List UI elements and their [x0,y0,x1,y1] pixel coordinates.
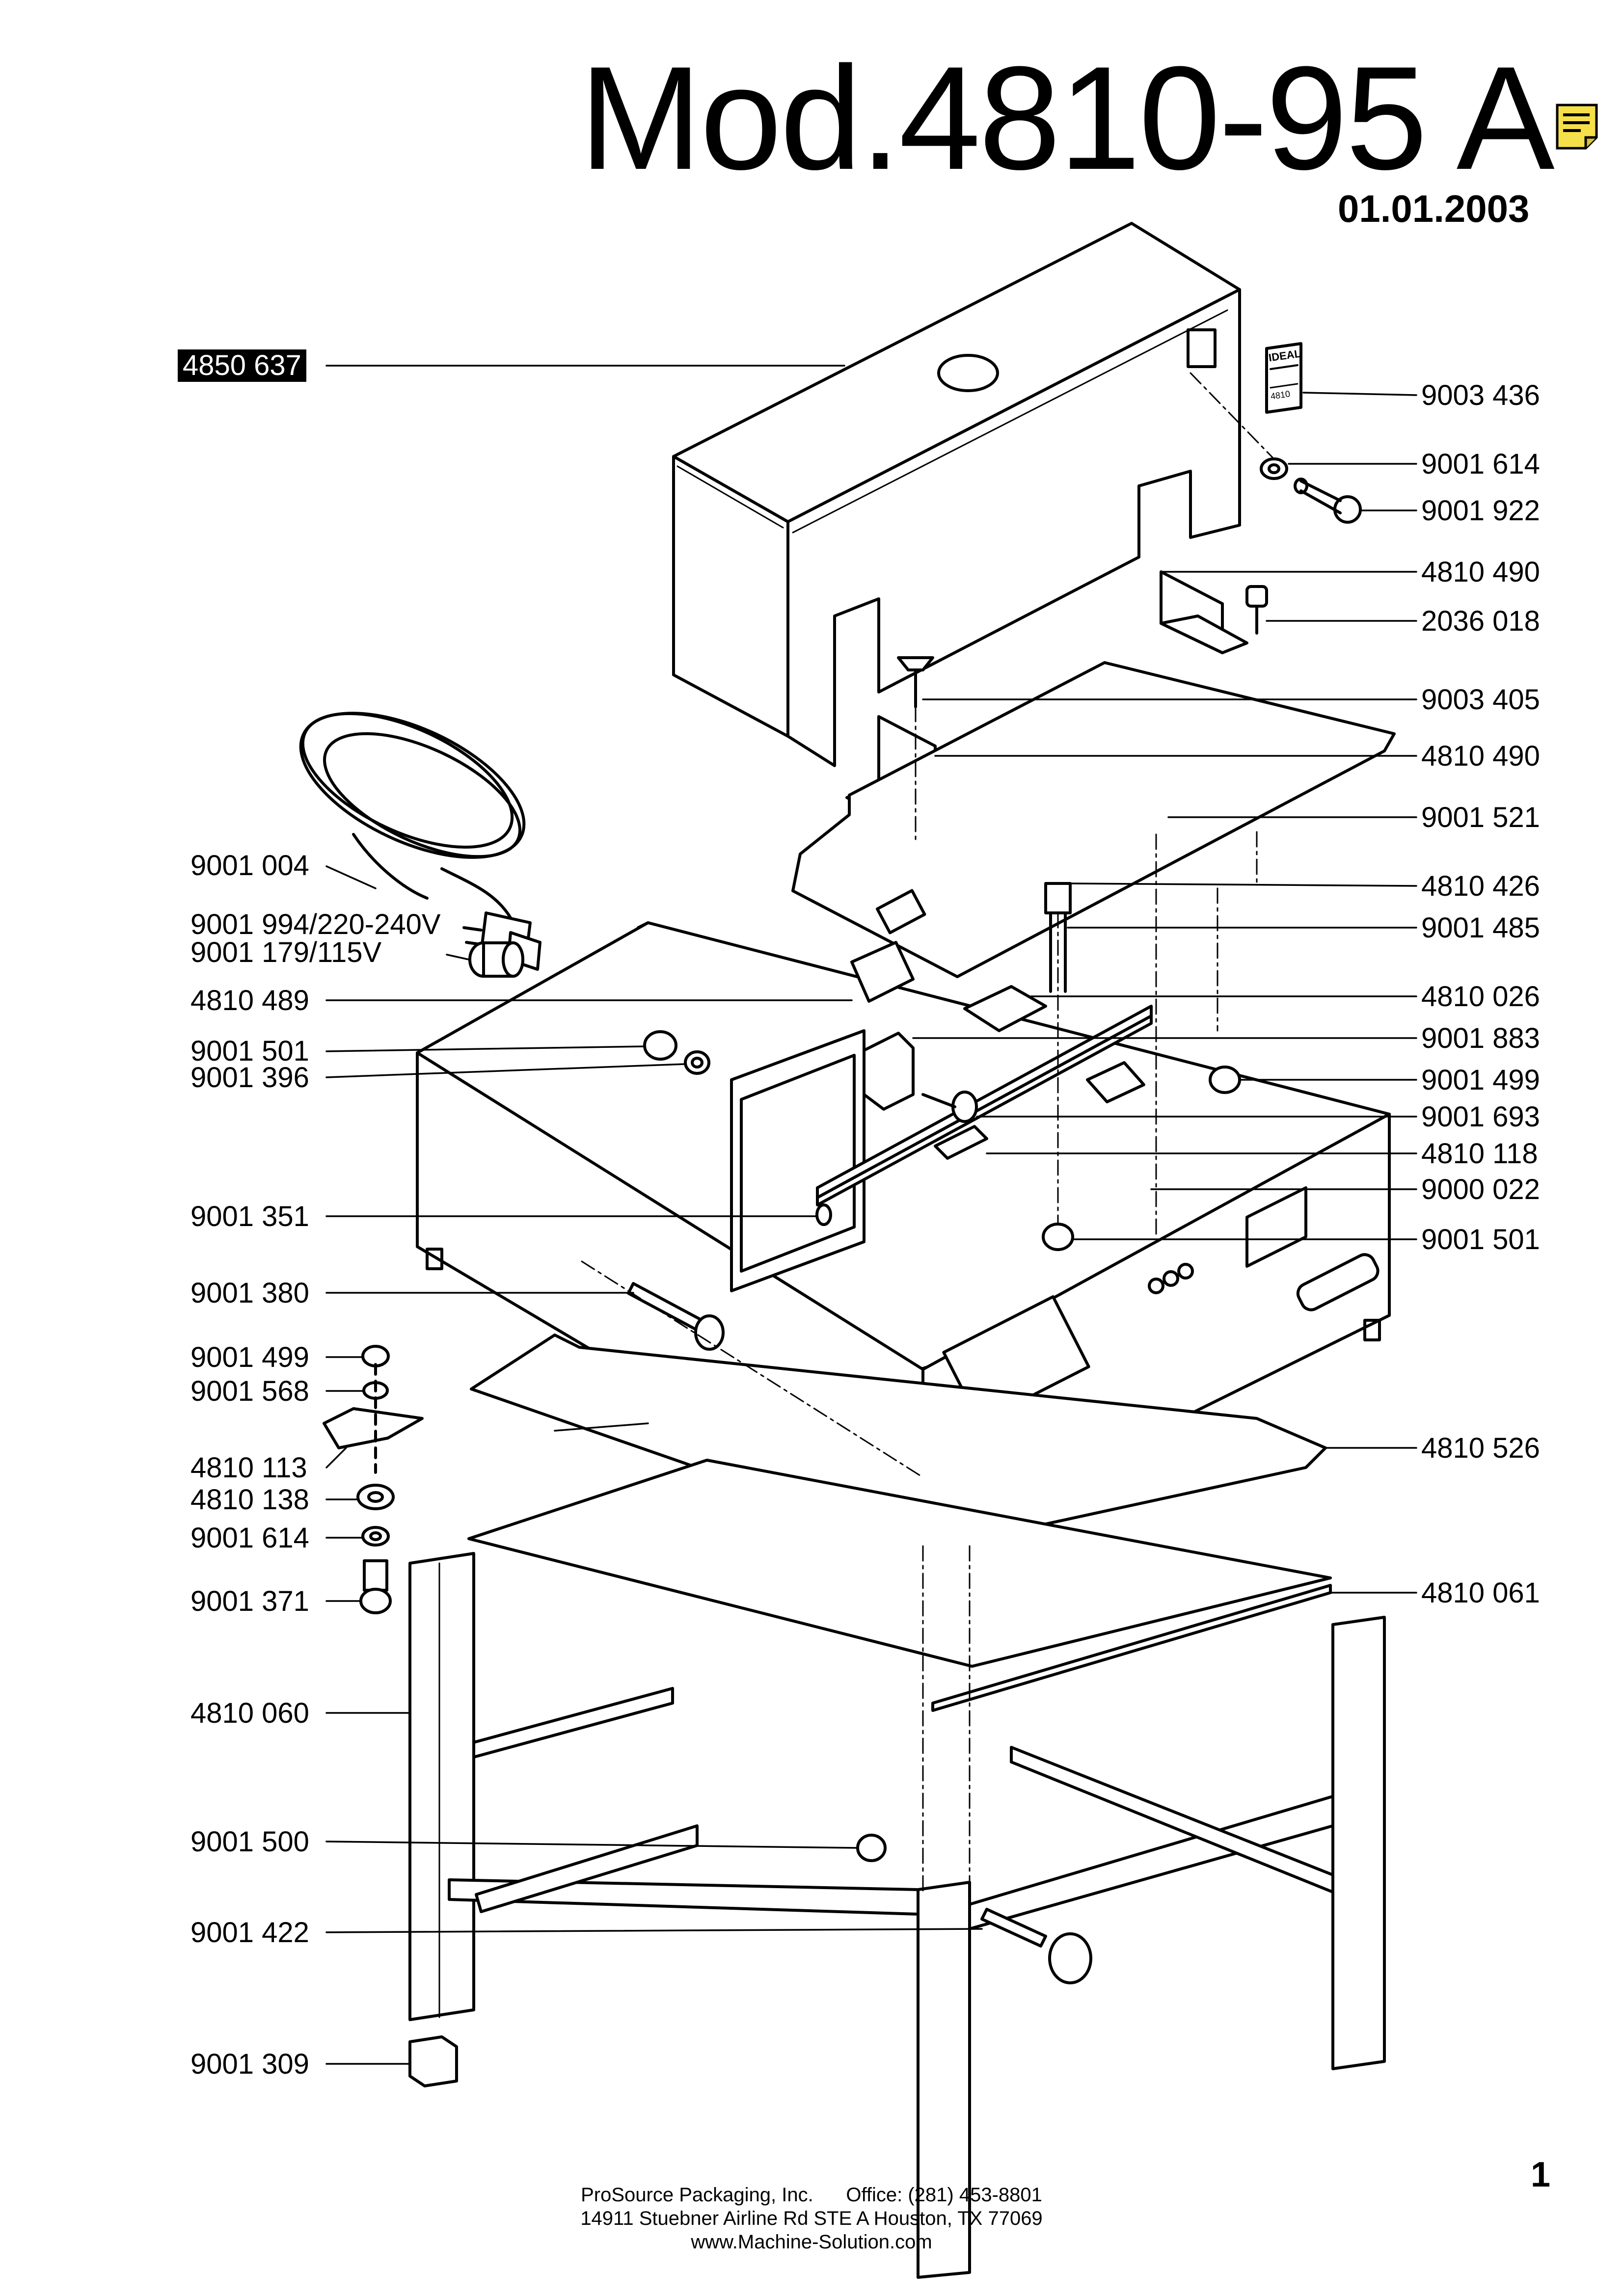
stand-frame [408,1552,1386,2279]
part-label-2036-018: 2036 018 [1421,605,1540,637]
part-label-9000-022: 9000 022 [1421,1174,1540,1205]
page-number: 1 [1531,2155,1551,2194]
part-label-9001-521: 9001 521 [1421,801,1540,833]
part-label-9001-485: 9001 485 [1421,912,1540,944]
part-label-4810-490-upper: 4810 490 [1421,556,1540,588]
footer-address-line: 14911 Stuebner Airline Rd STE A Houston,… [580,2208,1043,2229]
floor-panel [467,1459,1332,1712]
long-bolt [627,1282,725,1351]
strain-relief [468,941,524,978]
clamp-assembly [323,1345,424,1614]
part-label-4810-138: 4810 138 [190,1484,309,1516]
part-label-9001-501-left: 9001 501 [190,1035,309,1067]
mounting-plate [791,661,1396,978]
part-label-9001-422: 9001 422 [190,1917,309,1949]
part-label-4810-489: 4810 489 [190,985,309,1016]
part-label-4810-426: 4810 426 [1421,870,1540,902]
top-cover [672,222,1241,767]
leader-lines-left [325,365,983,2065]
body-fasteners [643,882,1241,1251]
part-label-4810-118: 4810 118 [1421,1138,1538,1170]
note-icon[interactable] [1555,103,1598,150]
part-label-4810-526: 4810 526 [1421,1432,1540,1464]
part-label-9001-500: 9001 500 [190,1826,309,1858]
part-label-9003-436: 9003 436 [1421,379,1540,411]
internal-small-parts [850,941,1145,1160]
leader-lines-right [554,392,1417,1594]
footer-website-line: www.Machine-Solution.com [691,2231,932,2253]
angle-bracket-upper [1160,570,1248,654]
part-label-9001-614-right: 9001 614 [1421,448,1540,480]
part-label-9001-693: 9001 693 [1421,1101,1540,1133]
page-title: Mod.4810-95 A [579,35,1555,200]
part-label-9001-396: 9001 396 [190,1062,309,1094]
part-label-9001-922: 9001 922 [1421,495,1540,527]
part-label-9001-371: 9001 371 [190,1585,309,1617]
part-label-9001-614-left: 9001 614 [190,1522,309,1554]
part-label-9001-004: 9001 004 [190,850,309,881]
part-label-9001-994: 9001 994/220-240V [190,908,441,940]
part-label-9001-568: 9001 568 [190,1375,309,1407]
stand-hardware [408,1834,1092,2087]
part-label-4810-113: 4810 113 [190,1452,307,1484]
part-label-9001-883: 9001 883 [1421,1022,1540,1054]
part-label-4810-061: 4810 061 [1421,1577,1540,1609]
footer: ProSource Packaging, Inc. Office: (281) … [0,2183,1623,2254]
part-label-9001-499-left: 9001 499 [190,1341,309,1373]
washer-screw-top [1260,457,1362,524]
part-label-9001-179: 9001 179/115V [190,936,382,968]
part-label-9001-501-right: 9001 501 [1421,1224,1540,1255]
part-label-4810-490-lower: 4810 490 [1421,740,1540,772]
nameplate [1265,342,1302,414]
part-label-9001-499-right: 9001 499 [1421,1064,1540,1096]
assembly-centerlines [581,372,1275,1896]
part-label-4810-060: 4810 060 [190,1697,309,1729]
guide-rail [816,1005,1153,1206]
document-date: 01.01.2003 [1338,187,1530,230]
part-label-4850-637: 4850 637 [178,349,306,382]
part-label-9001-309: 9001 309 [190,2048,309,2080]
part-label-9001-380: 9001 380 [190,1277,309,1309]
part-label-9001-351: 9001 351 [190,1201,309,1232]
footer-company-line: ProSource Packaging, Inc. Office: (281) … [581,2184,1042,2206]
part-label-9003-405: 9003 405 [1421,684,1540,716]
part-label-4810-026: 4810 026 [1421,981,1540,1013]
